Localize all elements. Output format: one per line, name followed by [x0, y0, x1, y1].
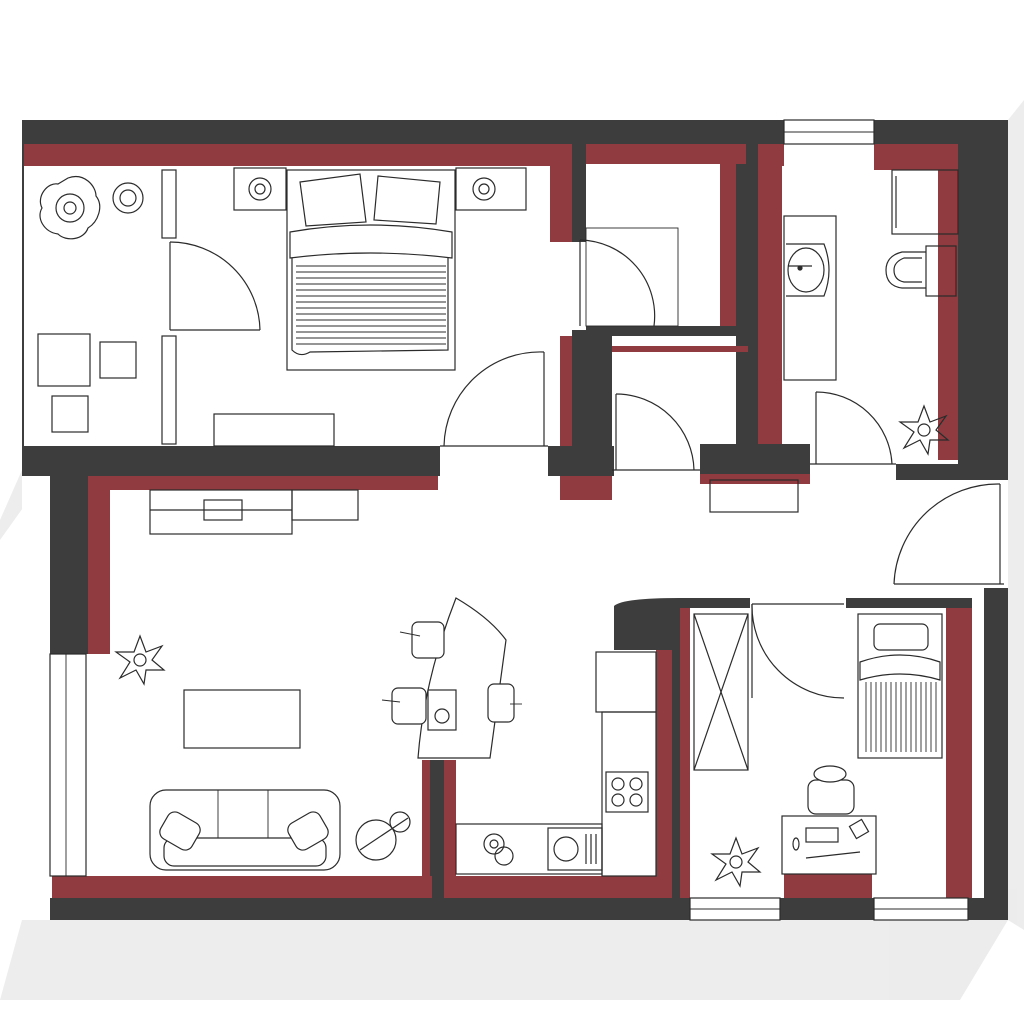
- desk-icon: [781, 815, 877, 875]
- wall-lining: [24, 144, 972, 898]
- shoe-cabinet: [709, 479, 799, 513]
- kitchen-sink-icon: [547, 827, 603, 871]
- sofa-icon: [149, 789, 341, 871]
- chair-icon: [381, 621, 522, 725]
- floor-lamp: [355, 811, 411, 861]
- stove-icon: [605, 771, 649, 813]
- wardrobe: [693, 613, 749, 771]
- plant-icon: [39, 176, 144, 240]
- storage-boxes: [37, 333, 137, 433]
- hob-burners: [483, 833, 514, 866]
- sink-icon: [786, 243, 830, 297]
- single-bed-icon: [857, 613, 943, 759]
- chair-icon: [807, 765, 855, 815]
- walls: [22, 120, 1008, 920]
- shower-tray: [891, 169, 959, 235]
- vanity-counter: [783, 215, 837, 381]
- dresser: [213, 413, 335, 447]
- double-bed-icon: [286, 169, 456, 371]
- toilet-icon: [885, 245, 957, 297]
- plant-icon: [114, 404, 950, 888]
- nightstand-left: [233, 167, 287, 211]
- nightstand-right: [455, 167, 527, 211]
- coffee-table: [183, 689, 301, 749]
- door-swing-icon: [169, 227, 1004, 699]
- tv-console: [149, 489, 359, 535]
- window-icon: [49, 119, 969, 921]
- drop-shadow: [0, 100, 1024, 1000]
